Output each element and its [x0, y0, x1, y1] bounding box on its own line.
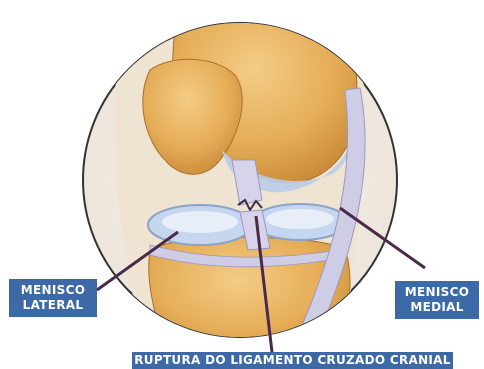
lateral-meniscus-label-line1: MENISCO [21, 283, 85, 298]
lateral-meniscus-label: MENISCO LATERAL [9, 279, 97, 317]
ligament-rupture-label: RUPTURA DO LIGAMENTO CRUZADO CRANIAL [132, 352, 453, 369]
medial-meniscus-label: MENISCO MEDIAL [395, 281, 479, 319]
medial-meniscus-label-line1: MENISCO [405, 285, 469, 300]
medial-meniscus-label-line2: MEDIAL [410, 300, 463, 315]
lateral-meniscus-label-line2: LATERAL [23, 298, 84, 313]
